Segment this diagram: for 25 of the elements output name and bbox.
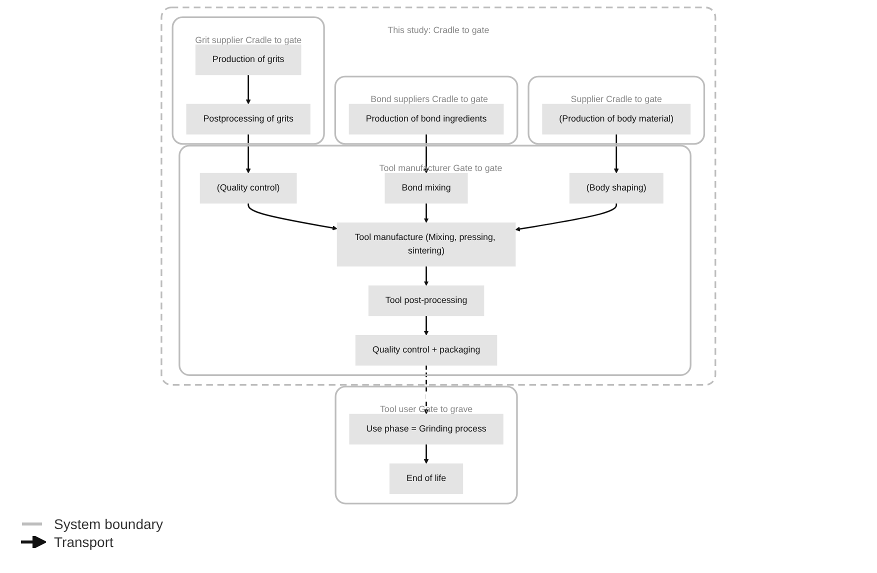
arrow [424,202,429,222]
legend-text: System boundary [54,516,163,532]
arrow [614,134,619,173]
node-box: Tool post-processing [368,284,484,316]
arrow [515,202,618,231]
node-box: Quality control + packaging [355,334,498,366]
node-box: (Quality control) [200,172,297,204]
node-box: End of life [390,462,464,494]
arrow [424,266,429,286]
arrow [424,134,429,173]
node-box: (Body shaping) [570,172,664,204]
node-box: Production of bond ingredients [348,103,504,134]
arrow [248,202,338,230]
node-box: Bond mixing [384,172,468,204]
node-box: Tool manufacture (Mixing, pressing, sintering) [336,222,516,266]
arrow [246,74,251,104]
node-box: (Production of body material) [542,103,691,134]
arrow [246,134,251,173]
node-box: Postprocessing of grits [186,103,310,134]
arrow [424,444,429,464]
arrow [424,364,429,414]
node-box: Production of grits [196,44,302,75]
arrow [424,315,429,336]
legend-text: Transport [54,534,114,550]
node-box: Use phase = Grinding process [349,413,504,444]
